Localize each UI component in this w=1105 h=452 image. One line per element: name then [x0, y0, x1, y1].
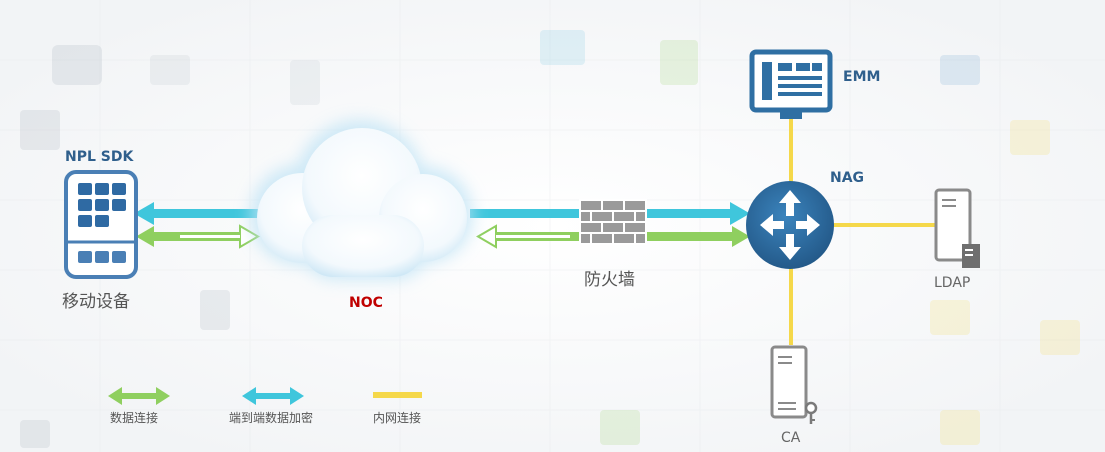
- data-link-left: [136, 224, 260, 249]
- firewall-icon: [579, 199, 647, 245]
- legend-label-data: 数据连接: [110, 411, 159, 425]
- legend-label-e2e: 端到端数据加密: [229, 411, 314, 425]
- noc-label: NOC: [349, 295, 383, 311]
- emm-monitor-icon: [749, 49, 833, 119]
- firewall-label: 防火墙: [584, 270, 635, 290]
- legend-swatch-data: [108, 387, 170, 405]
- legend-swatch-e2e: [242, 387, 304, 405]
- ldap-label: LDAP: [934, 275, 971, 291]
- noc-cloud: [250, 120, 473, 280]
- npl-sdk-label: NPL SDK: [65, 149, 134, 165]
- nag-label: NAG: [830, 170, 865, 186]
- nag-router-icon: [746, 181, 834, 269]
- emm-label: EMM: [843, 69, 881, 85]
- mobile-device-label: 移动设备: [62, 292, 130, 312]
- mobile-device-icon: [64, 170, 138, 279]
- ca-server-icon: [770, 345, 818, 424]
- legend-swatch-intranet: [373, 392, 422, 398]
- intranet-links: [789, 118, 938, 345]
- ca-label: CA: [781, 430, 801, 446]
- ldap-server-icon: [934, 188, 980, 268]
- legend-label-intranet: 内网连接: [373, 411, 422, 425]
- e2e-link-left: [134, 202, 268, 225]
- faint-background-icons: [20, 30, 1080, 448]
